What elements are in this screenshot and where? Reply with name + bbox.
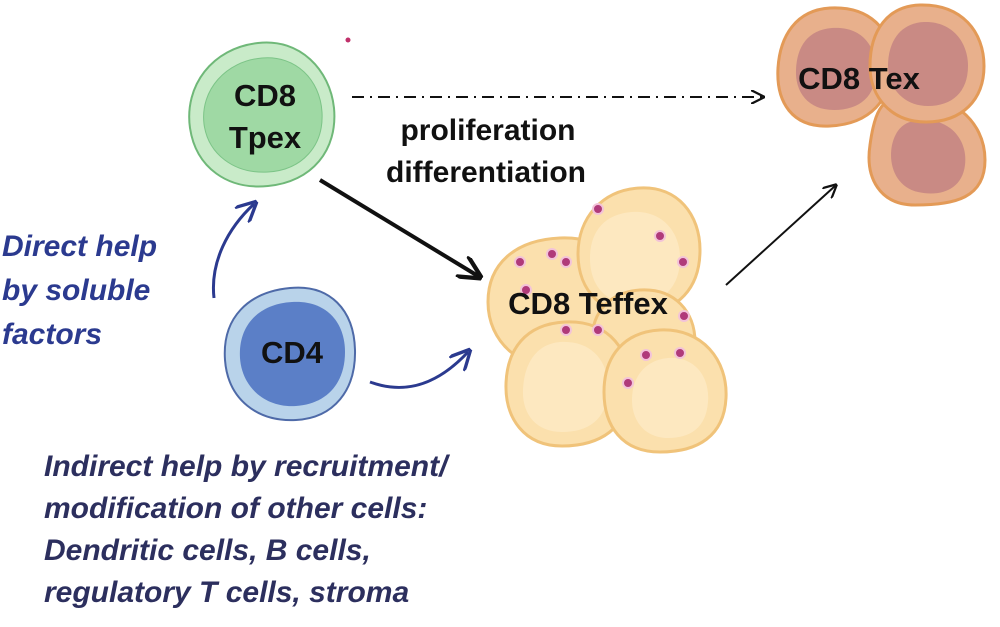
tpex-label-line2: Tpex xyxy=(229,120,302,155)
stray-dot xyxy=(345,37,351,43)
indirect-help-text: Indirect help by recruitment/ modificati… xyxy=(44,450,450,609)
granules xyxy=(514,203,690,389)
indirect-help-line2: modification of other cells: xyxy=(44,492,427,525)
cd8-teffex-cells: CD8 Teffex xyxy=(486,186,728,454)
indirect-help-line4: regulatory T cells, stroma xyxy=(44,576,409,609)
cd4-cell: CD4 xyxy=(223,286,357,422)
tpex-label-line1: CD8 xyxy=(234,78,296,113)
teffex-label: CD8 Teffex xyxy=(508,286,668,321)
indirect-help-line3: Dendritic cells, B cells, xyxy=(44,534,371,567)
arrow-teffex-to-tex xyxy=(725,186,835,286)
direct-help-line1: Direct help xyxy=(2,230,157,263)
arrow-cd4-to-teffex xyxy=(369,352,468,389)
cd8-tex-cells: CD8 Tex xyxy=(776,3,987,207)
direct-help-line3: factors xyxy=(2,318,102,351)
arrow-tpex-to-teffex xyxy=(318,178,478,276)
cd4-label: CD4 xyxy=(261,335,324,370)
process-label-line1: proliferation xyxy=(400,114,575,147)
arrow-cd4-to-tpex xyxy=(211,204,254,299)
indirect-help-line1: Indirect help by recruitment/ xyxy=(44,450,450,483)
process-label-line2: differentiation xyxy=(386,156,586,189)
direct-help-text: Direct help by soluble factors xyxy=(2,230,157,351)
cd8-tpex-cell: CD8 Tpex xyxy=(188,41,336,188)
tex-label: CD8 Tex xyxy=(798,61,921,96)
direct-help-line2: by soluble xyxy=(2,274,150,307)
